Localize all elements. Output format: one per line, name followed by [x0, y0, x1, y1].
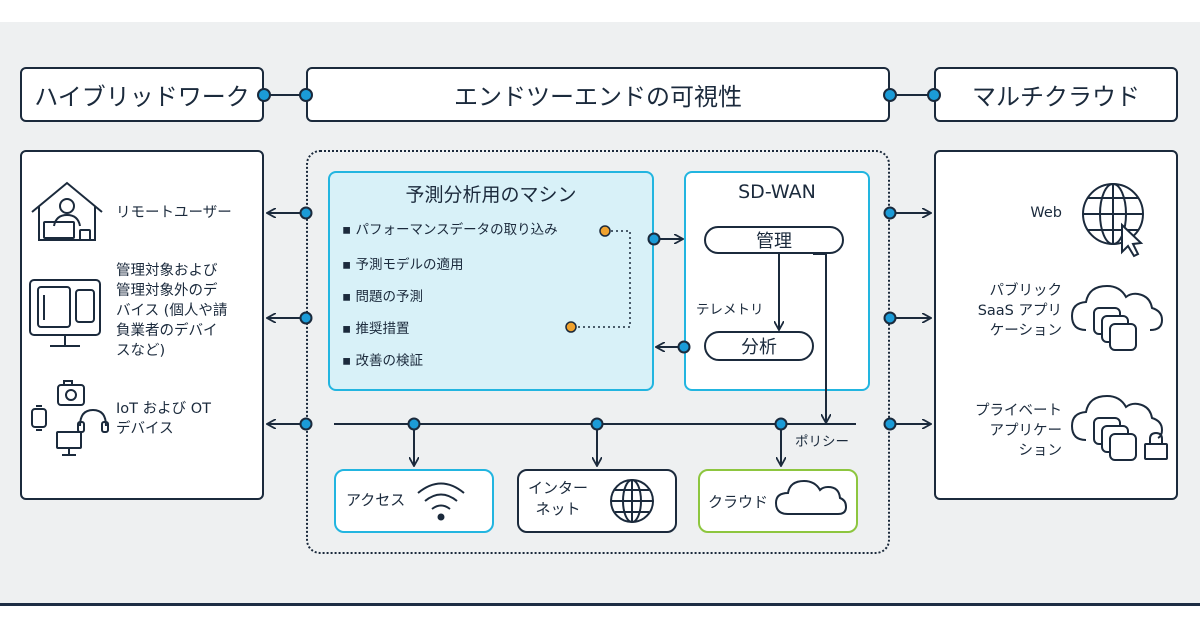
- right-arrow-web: [883, 206, 931, 220]
- bus-drop-internet: [590, 417, 604, 466]
- iot-ot-label: IoT および OT デバイス: [116, 401, 211, 437]
- manage-pill: 管理: [704, 226, 844, 254]
- web-label: Web: [1030, 205, 1062, 221]
- ml-item-predict: ▪ 問題の予測: [342, 289, 423, 305]
- top-link-left: [257, 88, 313, 102]
- visibility-label: エンドツーエンドの可視性: [454, 83, 742, 111]
- policy-label: ポリシー: [795, 434, 849, 450]
- sdwan-title: SD-WAN: [738, 181, 816, 203]
- right-arrow-saas: [883, 311, 931, 325]
- ml-item-verify-label: 改善の検証: [355, 353, 423, 369]
- feedback-loop: [565, 225, 631, 333]
- home-user-icon: [31, 181, 103, 241]
- ml-item-recommend: ▪ 推奨措置: [342, 321, 410, 337]
- hybrid-work-box: ハイブリッドワーク: [20, 67, 264, 122]
- cloud-apps-icon: [1070, 284, 1164, 351]
- ml-item-ingest: ▪ パフォーマンスデータの取り込み: [342, 222, 558, 238]
- manage-label: 管理: [756, 231, 792, 252]
- public-saas-label: パブリック SaaS アプリ ケーション: [977, 283, 1062, 339]
- left-arrow-devices: [268, 311, 313, 325]
- hybrid-work-label: ハイブリッドワーク: [34, 83, 250, 111]
- center-dotted-region: [306, 150, 890, 554]
- remote-user-label: リモートユーザー: [116, 205, 232, 221]
- end-to-end-visibility-box: エンドツーエンドの可視性: [306, 67, 890, 122]
- ml-item-verify: ▪ 改善の検証: [342, 353, 423, 369]
- internet-label: インター ネット: [527, 479, 588, 518]
- ml-item-apply-label: 予測モデルの適用: [355, 257, 464, 273]
- access-label: アクセス: [346, 491, 406, 509]
- cloud-icon: [774, 479, 848, 515]
- bus-drop-cloud: [774, 417, 788, 466]
- cloud-label: クラウド: [708, 493, 769, 511]
- globe-cursor-icon: [1082, 183, 1144, 258]
- right-cloud-panel: [934, 150, 1178, 500]
- ml-title: 予測分析用のマシン: [405, 184, 577, 206]
- right-arrow-private: [883, 417, 931, 431]
- access-box: [334, 469, 494, 533]
- managed-devices-label: 管理対象および 管理対象外のデ バイス (個人や請 負業者のデバイ スなど): [116, 263, 228, 359]
- multicloud-label: マルチクラウド: [972, 83, 1140, 111]
- cloud-private-apps-icon: [1070, 394, 1168, 461]
- top-link-right: [883, 88, 941, 102]
- ml-item-recommend-label: 推奨措置: [355, 321, 410, 337]
- ml-item-predict-label: 問題の予測: [355, 289, 423, 305]
- analysis-pill: 分析: [704, 331, 814, 361]
- analysis-label: 分析: [741, 337, 777, 358]
- telemetry-label: テレメトリ: [696, 302, 764, 318]
- ml-analytics-box: [328, 171, 654, 391]
- ml-item-apply-model: ▪ 予測モデルの適用: [342, 257, 464, 273]
- ml-item-ingest-label: パフォーマンスデータの取り込み: [355, 222, 558, 238]
- bus-drop-access: [407, 417, 421, 466]
- sdwan-to-ml-arrow: [657, 340, 691, 354]
- wifi-icon: [417, 482, 465, 521]
- iot-icon: [31, 380, 109, 456]
- left-arrow-remote: [268, 206, 313, 220]
- ml-to-sdwan-arrow: [647, 232, 683, 246]
- devices-icon: [29, 279, 101, 347]
- bottom-divider: [0, 603, 1200, 606]
- cloud-box: [698, 469, 858, 533]
- internet-globe-icon: [610, 479, 654, 523]
- private-apps-label: プライベート アプリケー ション: [975, 403, 1062, 459]
- left-arrow-iot: [268, 417, 313, 431]
- multicloud-box: マルチクラウド: [934, 67, 1178, 122]
